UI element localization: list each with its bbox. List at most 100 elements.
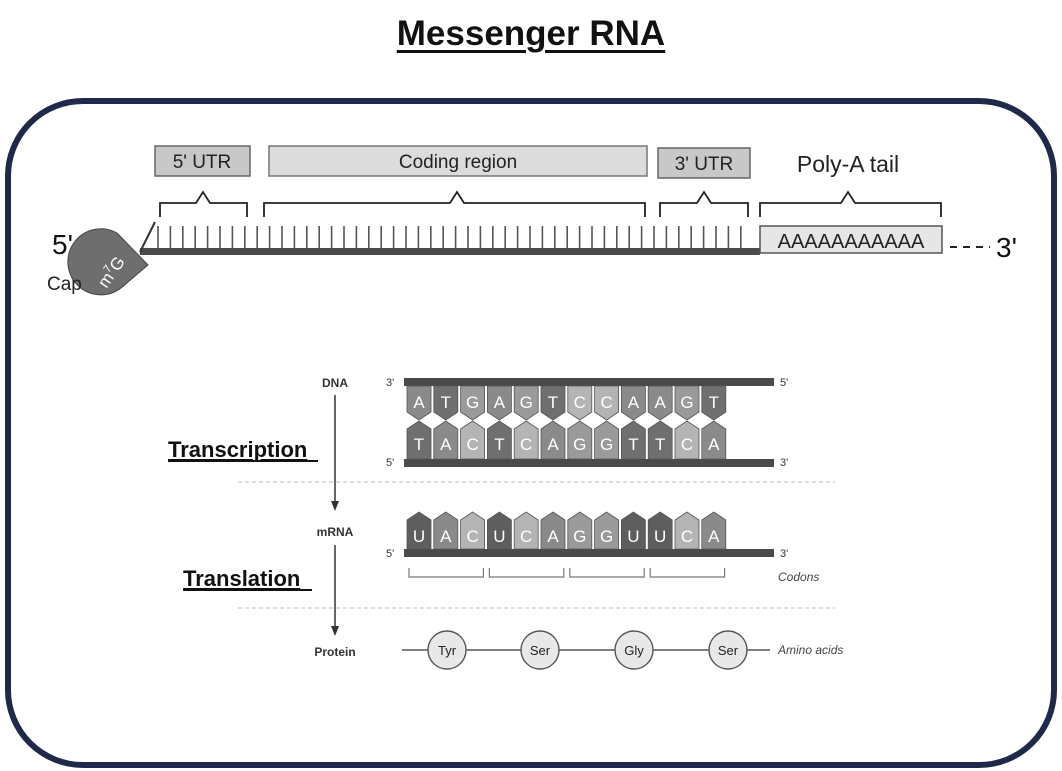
dna-top-base: G [513,385,539,421]
mrna-base-letter: U [493,527,505,546]
dna-top-base-letter: A [494,393,506,412]
mrna-base-letter: G [573,527,586,546]
dna-top-base: A [487,385,512,421]
dna-bottom-left-end: 5' [386,457,394,469]
mrna-base-letter: A [440,527,452,546]
mrna-right-end: 3' [780,548,788,560]
mrna-base-letter: C [681,527,693,546]
mrna-base: A [433,511,459,550]
dna-top-base: T [701,385,727,421]
dna-bottom-base-letter: T [655,435,665,454]
protein-label: Protein [314,645,355,659]
dna-top-base-letter: C [600,393,612,412]
mrna-base: U [487,511,512,550]
codons-label: Codons [778,570,819,584]
dna-bottom-base: T [647,420,673,460]
mrna-base: C [513,511,539,550]
five-prime-label: 5' [52,229,73,260]
amino-acid-label: Tyr [438,643,457,658]
dna-bottom-base: T [406,420,432,460]
mrna-base-letter: U [654,527,666,546]
mrna-base: A [540,511,566,550]
polya-box [759,225,943,254]
polya-sequence: AAAAAAAAAAA [778,231,925,253]
dna-top-right-end: 5' [780,377,788,389]
mrna-backbone [140,248,760,255]
codon-bracket [488,568,565,578]
dna-top-base: G [674,385,700,421]
mrna-base: A [701,511,727,550]
amino-acids-label: Amino acids [777,643,843,657]
dna-top-base-letter: T [441,393,451,412]
dna-bottom-base-letter: A [547,435,559,454]
mrna-base-letter: C [520,527,532,546]
three-prime-label: 3' [996,232,1017,263]
mrna-base-letter: G [600,527,613,546]
mrna-base: U [621,511,646,550]
cap-label: Cap [47,274,82,295]
utr3-bracket [659,190,749,217]
dna-top-left-end: 3' [386,377,394,389]
dna-bottom-base-letter: G [600,435,613,454]
dna-bottom-base: T [621,420,646,460]
coding-region-box [268,145,648,177]
nucleotide-ticks [157,226,742,248]
mrna-strand [404,549,774,557]
dna-bottom-base-letter: T [628,435,638,454]
dna-bottom-base-letter: A [708,435,720,454]
codon-bracket [569,568,645,578]
utr3-label: 3' UTR [675,154,734,175]
dna-bottom-strand [404,459,774,467]
dna-top-base-letter: A [655,393,667,412]
amino-acid: Tyr [427,630,467,670]
mrna-label: mRNA [317,525,354,539]
dna-bottom-base: C [513,420,539,460]
amino-acid-label: Gly [624,643,644,658]
dna-top-base: T [433,385,459,421]
mrna-base: U [647,511,673,550]
mrna-base: C [460,511,485,550]
page-title: Messenger RNA [396,14,666,53]
dna-bottom-base: A [433,420,459,460]
utr5-bracket [159,190,248,217]
dna-top-base-letter: G [680,393,693,412]
dna-bottom-base-letter: C [466,435,478,454]
mrna-base-letter: U [413,527,425,546]
dna-top-strand [404,378,774,386]
polya-tail-label: Poly-A tail [797,151,899,177]
mrna-base-letter: C [466,527,478,546]
dna-bottom-base-letter: A [440,435,452,454]
mrna-structure: 5' UTR Coding region 3' UTR Poly-A tail … [47,145,1017,296]
dna-bottom-base: G [594,420,619,460]
dna-to-mrna-arrowhead [331,501,339,511]
utr5-label: 5' UTR [173,152,232,173]
dna-top-base: A [621,385,646,421]
dna-bottom-base-letter: G [573,435,586,454]
amino-acid-label: Ser [718,643,739,658]
dna-top-base-letter: G [466,393,479,412]
mrna-base: C [674,511,700,550]
utr3-box [657,147,751,179]
coding-bracket [263,190,646,217]
dna-bottom-base: T [487,420,512,460]
dna-top-base: A [406,385,432,421]
dna-bottom-base-letter: C [681,435,693,454]
codon-bracket [649,568,726,578]
translation-label: Translation [183,566,300,591]
cap-icon [67,228,149,296]
utr5-box [154,145,251,177]
dna-top-base: G [460,385,485,421]
codon-brackets [408,568,726,578]
dna-top-base: C [594,385,619,421]
dna-bottom-right-end: 3' [780,457,788,469]
codon-bracket [408,568,484,578]
transcription-label: Transcription [168,437,307,462]
dna-bottom-base: C [674,420,700,460]
central-dogma: DNA mRNA Protein Transcription Translati… [168,376,843,670]
dna-top-base-letter: T [709,393,719,412]
dna-bottom-base: C [460,420,485,460]
polya-bracket [759,190,942,217]
